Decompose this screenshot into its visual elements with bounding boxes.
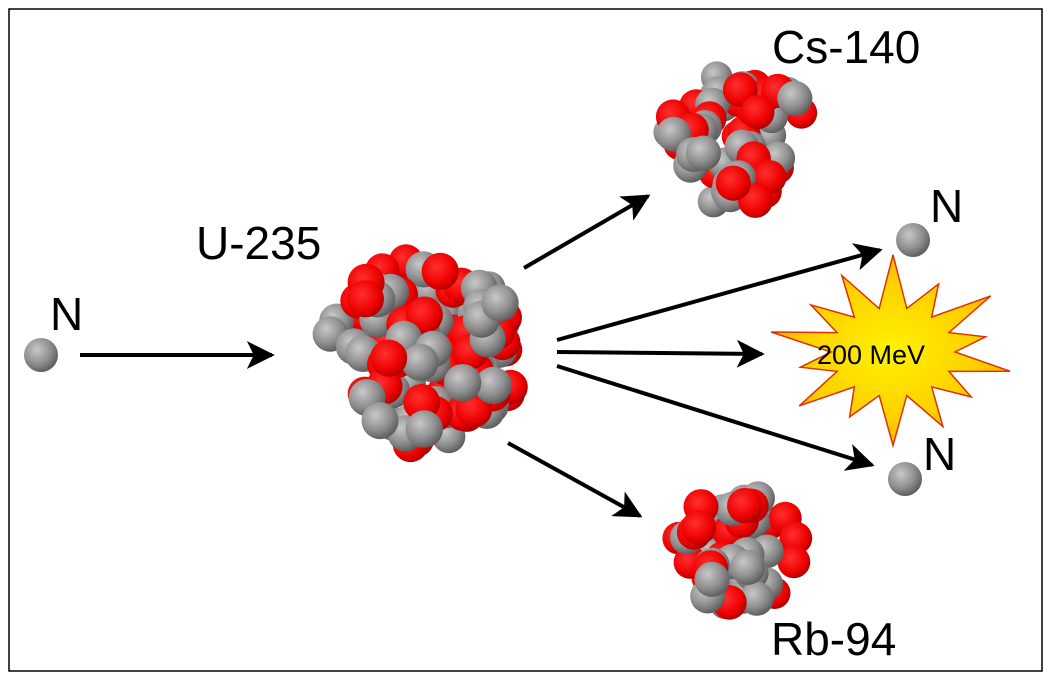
rb94-proton (681, 510, 717, 545)
cs140-nucleus (653, 61, 818, 218)
u235-neutron (405, 410, 443, 448)
neutron-top-label: N (930, 180, 963, 232)
energy-burst (770, 254, 1011, 449)
cs140-proton (715, 165, 751, 201)
rb94-proton (727, 487, 763, 524)
neutron-bottom-label: N (923, 428, 956, 480)
cs140-proton (740, 95, 775, 130)
rb94-neutron (694, 561, 730, 598)
rb94-neutron (739, 581, 774, 616)
arrows (80, 194, 883, 518)
rb94-label: Rb-94 (771, 613, 896, 665)
u235-neutron (361, 402, 399, 440)
rb94-proton (777, 545, 811, 579)
u235-proton (347, 280, 384, 318)
u235-neutron (443, 364, 482, 402)
u235-proton (370, 339, 408, 377)
incoming-neutron (24, 338, 58, 372)
u235-neutron (474, 366, 512, 405)
emitted-neutron-bottom (888, 462, 922, 496)
u235-nucleus (312, 244, 528, 463)
u235-proton (405, 296, 443, 334)
arrow-to-energy (556, 339, 765, 368)
arrow-to-rb94 (507, 441, 643, 518)
arrow-to-cs140 (522, 194, 651, 270)
emitted-neutron-top (896, 223, 930, 257)
arrow-to-neutron-top (556, 243, 883, 342)
energy-label: 200 MeV (817, 340, 925, 370)
arrow-to-neutron-bottom (556, 364, 875, 471)
incoming-neutron-label: N (50, 288, 83, 340)
u235-proton (421, 252, 459, 290)
cs140-neutron (685, 135, 722, 171)
rb94-nucleus (662, 481, 813, 620)
u235-neutron (401, 343, 439, 381)
cs140-neutron (777, 80, 813, 116)
u235-label: U-235 (196, 217, 321, 269)
cs140-label: Cs-140 (772, 21, 920, 73)
u235-neutron (481, 284, 519, 322)
rb94-proton (779, 521, 813, 555)
rb94-neutron (730, 549, 766, 586)
